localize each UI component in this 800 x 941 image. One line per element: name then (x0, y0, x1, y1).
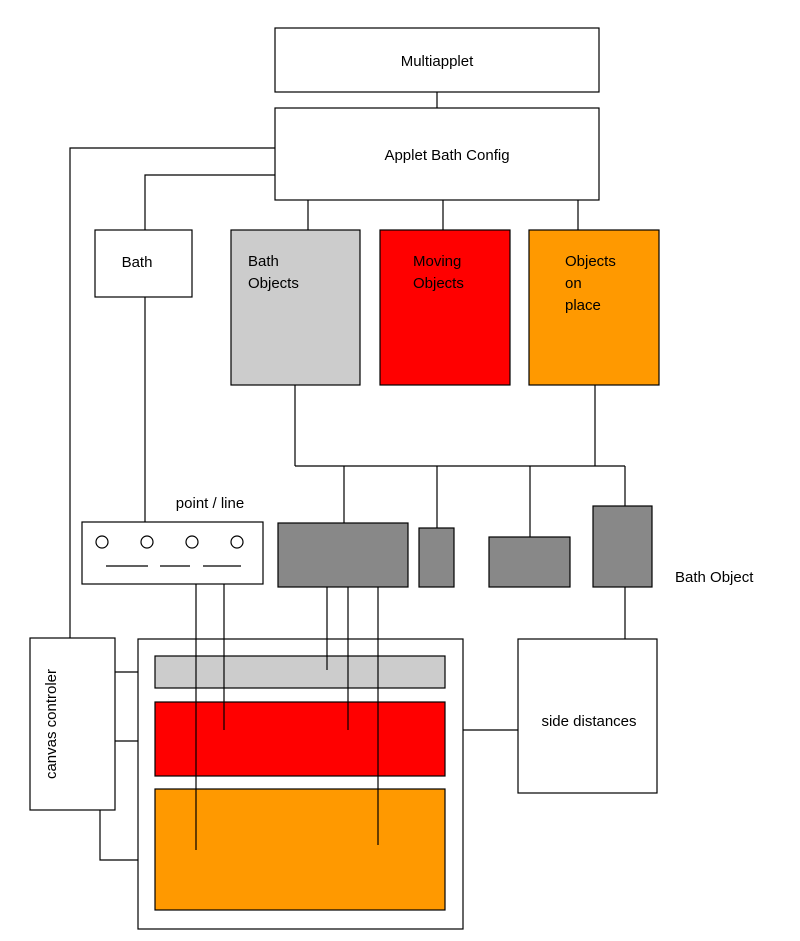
side-distances-label: side distances (541, 713, 636, 730)
point-line-box (81, 521, 264, 585)
point-icon (140, 535, 154, 549)
objects-on-place-label-3: place (565, 297, 601, 314)
bath-objects-label-1: Bath (248, 253, 279, 270)
side-distances-box (517, 638, 658, 794)
bath-object-box-2 (418, 527, 455, 588)
connectors (69, 92, 626, 861)
point-line-symbols (95, 535, 244, 567)
labels: Multiapplet Applet Bath Config Bath Bath… (43, 53, 754, 779)
multiapplet-box (274, 27, 600, 93)
point-icon (185, 535, 199, 549)
point-line-label: point / line (176, 495, 244, 512)
canvas-links (195, 584, 379, 850)
canvas-bar-gray (154, 655, 446, 689)
bath-object-box-1 (277, 522, 409, 588)
config-label: Applet Bath Config (384, 147, 509, 164)
point-icon (230, 535, 244, 549)
moving-objects-box (379, 229, 511, 386)
bath-box (94, 229, 193, 298)
objects-on-place-box (528, 229, 660, 386)
bath-object-box-3 (488, 536, 571, 588)
moving-objects-label-2: Objects (413, 275, 464, 292)
config-box (274, 107, 600, 201)
bath-object-box-4 (592, 505, 653, 588)
bath-object-label: Bath Object (675, 569, 754, 586)
canvas-bar-orange (154, 788, 446, 911)
bath-label: Bath (122, 254, 153, 271)
objects-on-place-label-2: on (565, 275, 582, 292)
multiapplet-label: Multiapplet (401, 53, 474, 70)
moving-objects-label-1: Moving (413, 253, 461, 270)
point-icon (95, 535, 109, 549)
boxes (29, 27, 660, 930)
canvas-controler-label: canvas controler (43, 669, 60, 779)
bath-objects-box (230, 229, 361, 386)
canvas-bar-red (154, 701, 446, 777)
canvas-controler-box (29, 637, 116, 811)
objects-on-place-label-1: Objects (565, 253, 616, 270)
bath-objects-label-2: Objects (248, 275, 299, 292)
